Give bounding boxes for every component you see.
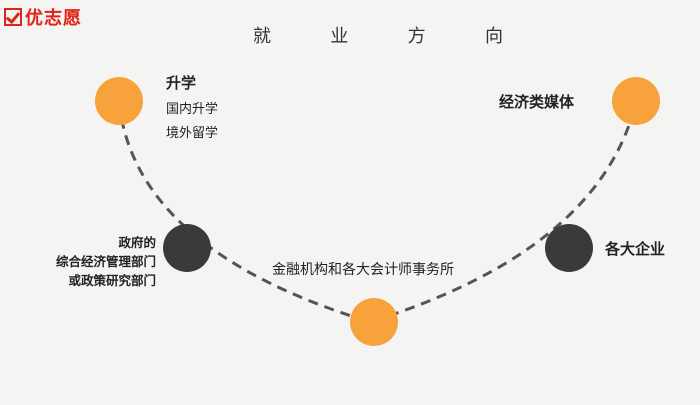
title-char: 业 (330, 26, 349, 47)
enterprise-title: 各大企业 (605, 240, 666, 258)
study-sub-abroad: 境外留学 (166, 126, 219, 141)
node-finance (350, 298, 398, 346)
finance-title: 金融机构和各大会计师事务所 (272, 262, 454, 278)
title-char: 就 (253, 26, 271, 47)
gov-line: 或政策研究部门 (68, 273, 156, 288)
title-char: 方 (407, 26, 426, 47)
node-media (612, 77, 660, 125)
node-gov (163, 224, 211, 272)
node-study (95, 77, 143, 125)
logo-text: 优志愿 (25, 8, 82, 29)
study-sub-domestic: 国内升学 (166, 102, 219, 117)
gov-line: 综合经济管理部门 (55, 254, 156, 269)
title-char: 向 (484, 26, 503, 47)
media-title: 经济类媒体 (499, 93, 575, 111)
gov-label: 政府的 综合经济管理部门 或政策研究部门 (56, 233, 156, 290)
page-title: 就 业 方 向 (253, 22, 503, 48)
dashed-arc (117, 101, 638, 324)
brand-logo: 优志愿 (4, 4, 82, 30)
gov-line: 政府的 (118, 235, 156, 250)
node-enterprise (545, 224, 593, 272)
check-icon (4, 8, 22, 26)
study-title: 升学 (166, 74, 197, 92)
